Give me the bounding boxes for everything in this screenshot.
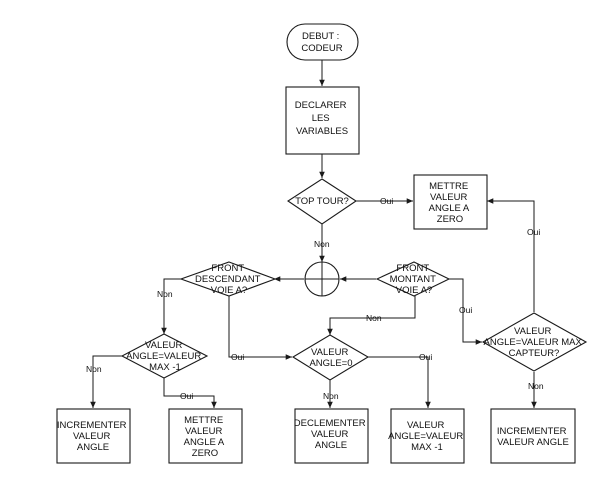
set-max-box: VALEUR ANGLE=VALEUR MAX -1: [388, 408, 466, 464]
front-up-line-1: FRONT: [396, 263, 429, 274]
svg-text:METTRE VALEUR ANGL: METTRE VALEUR ANGLE A ZERO: [429, 181, 472, 225]
increment-left-line-2: VALEUR: [73, 431, 110, 442]
svg-text:DECLEMENTER VALEUR: DECLEMENTER VALEUR ANGLE: [294, 418, 368, 451]
label-front-up-oui: Oui: [459, 305, 472, 315]
edge-front-up-oui: [448, 278, 482, 345]
angle-capteur-line-1: VALEUR: [514, 326, 551, 337]
label-angle-zero-oui: Oui: [419, 352, 432, 362]
edge-angle-max-oui: [163, 378, 217, 408]
label-front-up-non: Non: [366, 313, 382, 323]
angle-zero-line-1: VALEUR: [311, 347, 348, 358]
edge-front-up-non: [327, 296, 416, 335]
junction-symbol: [304, 261, 340, 297]
declare-variables-box: DECLARER LES VARIABLES: [285, 86, 360, 155]
angle-max-line-1: VALEUR: [145, 340, 182, 351]
set-zero-bottom-line-1: METTRE: [184, 415, 223, 426]
label-front-down-oui: Oui: [231, 352, 244, 362]
set-max-line-2: ANGLE=VALEUR: [388, 431, 463, 442]
declare-label-line-1: DECLARER: [295, 100, 347, 111]
svg-text:VALEUR ANGLE=VALEUR MAX: VALEUR ANGLE=VALEUR MAX CAPTEUR?: [484, 326, 585, 359]
edge-angle-zero-oui: [368, 356, 431, 408]
angle-capteur-decision: VALEUR ANGLE=VALEUR MAX CAPTEUR?: [481, 312, 588, 372]
label-front-down-non: Non: [157, 289, 173, 299]
set-zero-top-box: METTRE VALEUR ANGLE A ZERO: [413, 174, 488, 230]
front-down-line-2: DESCENDANT: [195, 274, 261, 285]
svg-text:INCREMENTER VALEUR: INCREMENTER VALEUR ANGLE: [57, 420, 129, 453]
declare-label-line-3: VARIABLES: [296, 126, 348, 137]
increment-left-line-1: INCREMENTER: [57, 420, 127, 431]
edge-front-down-oui: [228, 296, 292, 360]
declare-label-line-2: LES: [312, 113, 330, 124]
start-label-line-2: CODEUR: [301, 43, 342, 54]
edge-angle-capteur-oui: [487, 198, 535, 312]
set-max-line-3: MAX -1: [411, 442, 443, 453]
label-angle-max-oui: Oui: [180, 391, 193, 401]
top-tour-label: TOP TOUR?: [295, 196, 349, 207]
edge-front-down-non: [161, 278, 181, 334]
front-up-line-3: VOIE A?: [396, 285, 432, 296]
set-zero-top-line-2: VALEUR: [430, 192, 467, 203]
angle-capteur-line-3: CAPTEUR?: [509, 348, 560, 359]
front-down-decision: FRONT DESCENDANT VOIE A?: [179, 261, 277, 297]
set-zero-top-line-1: METTRE: [429, 181, 468, 192]
increment-right-box: INCREMENTER VALEUR ANGLE: [490, 408, 576, 464]
svg-text:VALEUR ANGLE=VALEUR: VALEUR ANGLE=VALEUR MAX -1: [126, 340, 204, 373]
front-down-line-3: VOIE A?: [211, 285, 247, 296]
increment-right-line-2: VALEUR ANGLE: [497, 437, 569, 448]
connectors: [90, 60, 537, 408]
edge-labels: Oui Non Non Non Oui Oui Non Oui Non Oui …: [86, 196, 544, 401]
svg-text:DEBUT : CODEUR: DEBUT : CODEUR: [301, 31, 342, 54]
label-angle-capteur-oui: Oui: [527, 227, 540, 237]
decrement-line-1: DECLEMENTER: [294, 418, 366, 429]
svg-text:METTRE VALEUR ANGL: METTRE VALEUR ANGLE A ZERO: [184, 415, 227, 459]
label-angle-zero-non: Non: [323, 391, 339, 401]
decrement-box: DECLEMENTER VALEUR ANGLE: [294, 408, 369, 464]
angle-max-line-3: MAX -1: [149, 362, 181, 373]
angle-max-line-2: ANGLE=VALEUR: [126, 351, 201, 362]
front-down-line-1: FRONT: [211, 263, 244, 274]
increment-left-box: INCREMENTER VALEUR ANGLE: [56, 408, 131, 464]
set-zero-bottom-box: METTRE VALEUR ANGLE A ZERO: [168, 408, 243, 464]
svg-text:VALEUR ANGLE=VALEUR: VALEUR ANGLE=VALEUR MAX -1: [388, 420, 466, 453]
decrement-line-3: ANGLE: [315, 440, 347, 451]
set-max-line-1: VALEUR: [407, 420, 444, 431]
svg-text:INCREMENTER VALEUR ANGLE: INCREMENTER VALEUR ANGLE: [497, 426, 569, 448]
decrement-line-2: VALEUR: [311, 429, 348, 440]
front-up-decision: FRONT MONTANT VOIE A?: [375, 261, 451, 297]
label-angle-max-non: Non: [86, 364, 102, 374]
label-angle-capteur-non: Non: [528, 381, 544, 391]
set-zero-bottom-line-2: VALEUR: [185, 426, 222, 437]
svg-text:DECLARER LES VARIA: DECLARER LES VARIABLES: [295, 100, 349, 137]
increment-right-line-1: INCREMENTER: [497, 426, 567, 437]
label-top-tour-non: Non: [314, 239, 330, 249]
start-node: DEBUT : CODEUR: [286, 23, 359, 61]
edge-angle-max-non: [90, 355, 122, 408]
svg-text:FRONT DESCENDANT V: FRONT DESCENDANT VOIE A?: [195, 263, 263, 296]
increment-left-line-3: ANGLE: [77, 442, 109, 453]
set-zero-bottom-line-3: ANGLE A: [184, 437, 225, 448]
svg-text:TOP TOUR?: TOP TOUR?: [295, 196, 349, 207]
front-up-line-2: MONTANT: [390, 274, 436, 285]
svg-text:FRONT MONTANT VOIE: FRONT MONTANT VOIE A?: [390, 263, 439, 296]
angle-zero-line-2: ANGLE=0: [309, 358, 352, 369]
angle-max-decision: VALEUR ANGLE=VALEUR MAX -1: [120, 333, 209, 379]
angle-capteur-line-2: ANGLE=VALEUR MAX: [484, 337, 583, 348]
label-top-tour-oui: Oui: [380, 196, 393, 206]
set-zero-top-line-4: ZERO: [437, 214, 463, 225]
set-zero-bottom-line-4: ZERO: [192, 448, 218, 459]
angle-zero-decision: VALEUR ANGLE=0: [291, 334, 370, 381]
top-tour-decision: TOP TOUR?: [287, 178, 357, 225]
svg-text:VALEUR ANGLE=0: VALEUR ANGLE=0: [309, 347, 352, 369]
set-zero-top-line-3: ANGLE A: [429, 203, 470, 214]
start-label-line-1: DEBUT :: [302, 31, 339, 42]
